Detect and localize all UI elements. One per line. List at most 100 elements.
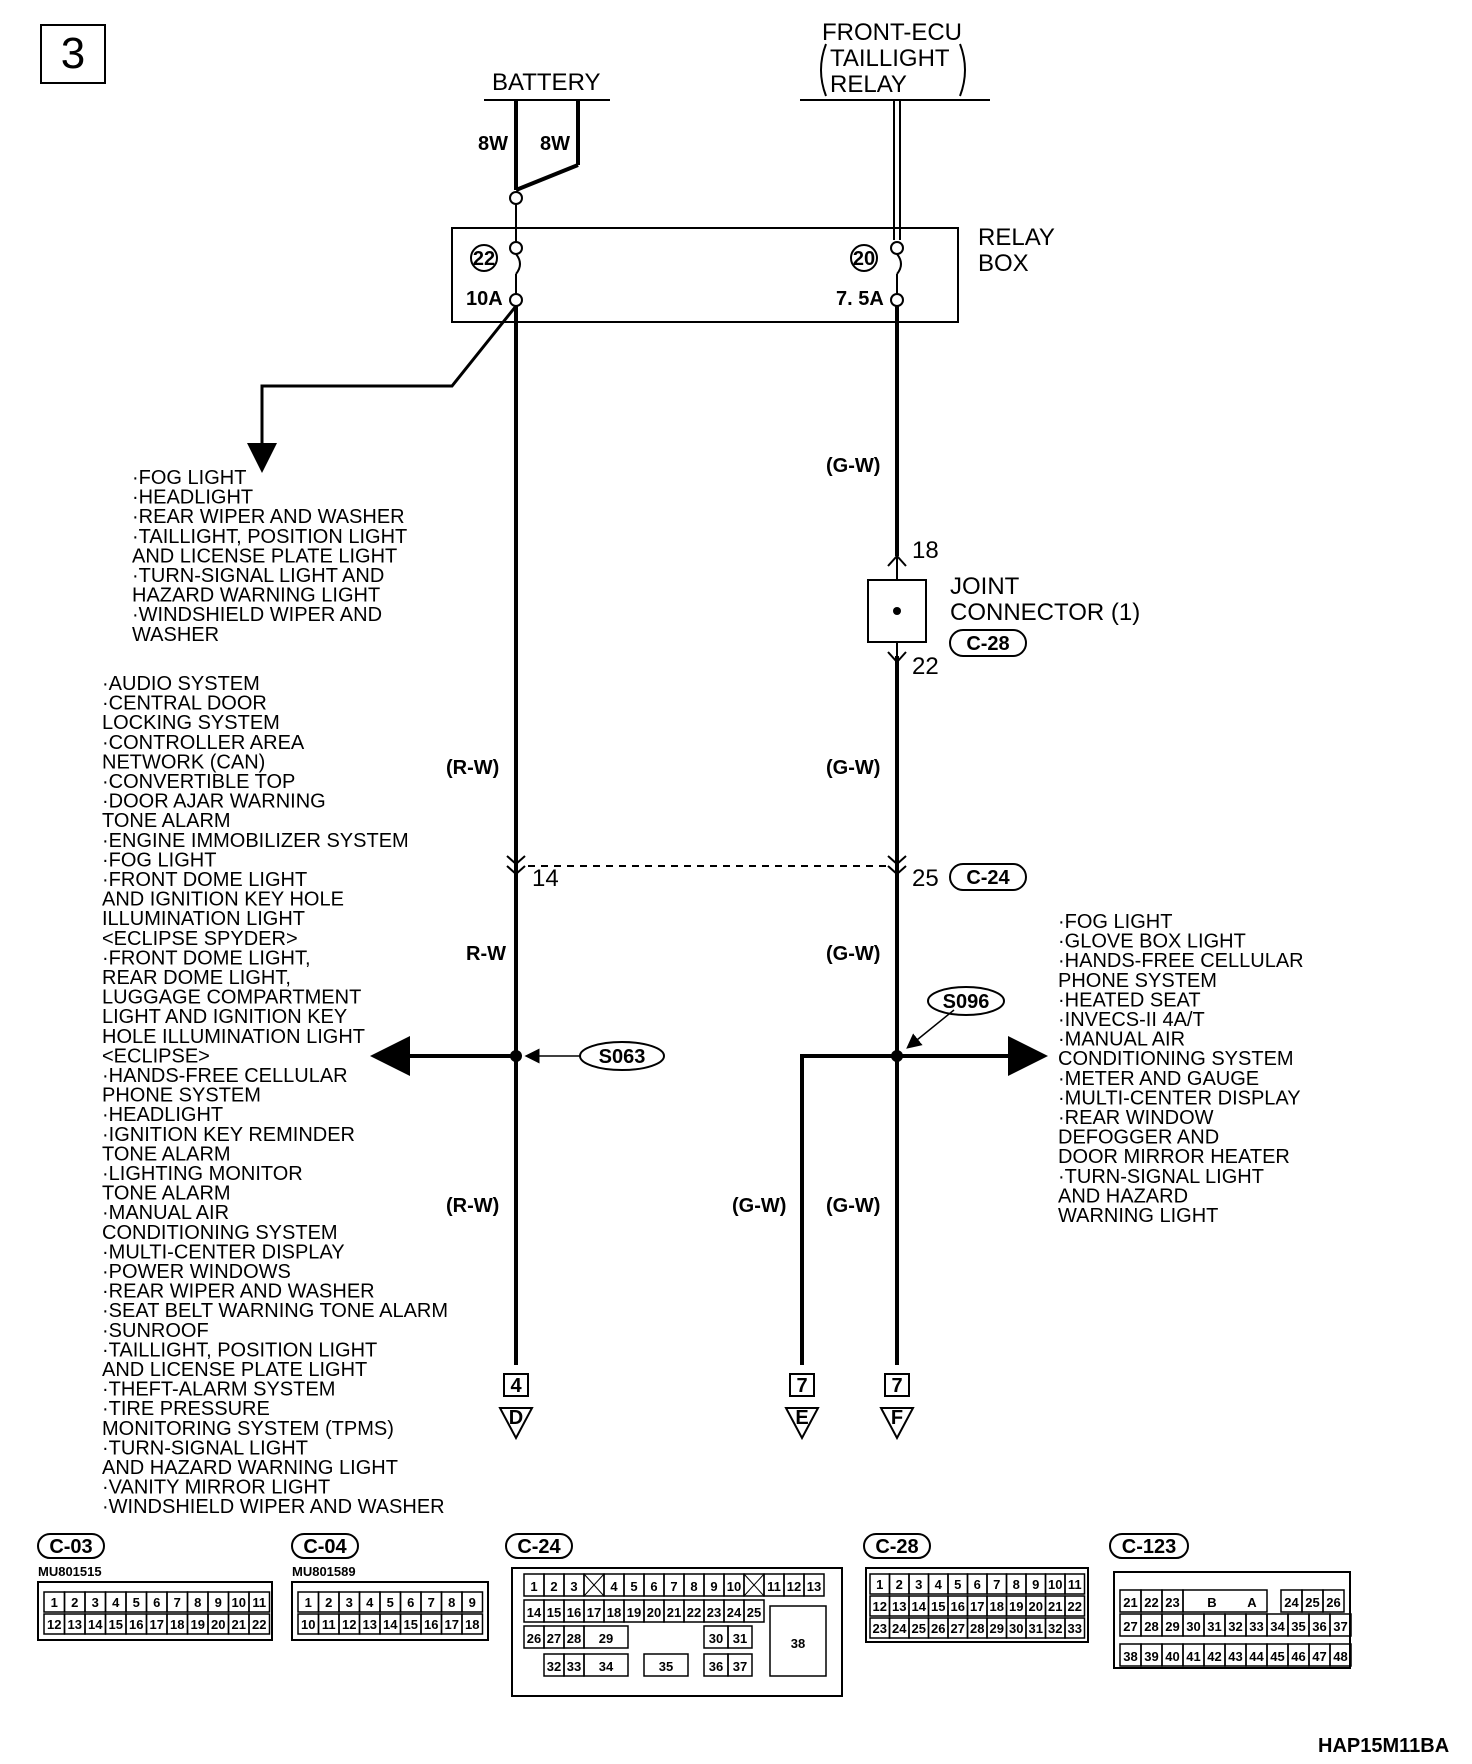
pin-label: 31 [1207,1619,1221,1634]
pin-label: 1 [305,1595,312,1610]
pin-label: 48 [1333,1649,1347,1664]
pin-label: 6 [407,1595,414,1610]
pin-label: 5 [387,1595,394,1610]
pin-label: 4 [112,1595,120,1610]
pin-label: B [1207,1595,1216,1610]
c24-ref: C-24 [966,867,1010,889]
circuit-item: LIGHT AND IGNITION KEY [102,1006,347,1028]
pin-label: 10 [1048,1577,1062,1592]
pin-label: 21 [1048,1599,1062,1614]
fuse-20-element [896,253,902,275]
circuit-item: ·LIGHTING MONITOR [102,1163,303,1185]
pin-label: 8 [194,1595,201,1610]
pin-label: 13 [68,1617,82,1632]
gw-branch-e [800,1054,897,1365]
pin-label: 24 [1284,1595,1299,1610]
pin-label: 35 [1291,1619,1305,1634]
circuit-item: ·FOG LIGHT [132,467,246,489]
circuit-item: AND HAZARD WARNING LIGHT [102,1457,398,1479]
terminal-7f: 7 F [879,1373,915,1441]
pin-label: 23 [707,1605,721,1620]
circuit-item: ·TIRE PRESSURE [102,1398,270,1420]
pin-label: 13 [892,1599,906,1614]
circuit-item: ·POWER WINDOWS [102,1261,291,1283]
joint-connector-label-1: JOINT [950,573,1020,600]
joint-connector-ref-badge [949,629,1027,657]
pin-label: 29 [599,1631,613,1646]
pin-label: 37 [733,1659,747,1674]
pin-label: 12 [787,1579,801,1594]
pin-label: 5 [954,1577,961,1592]
pin-label: 30 [709,1631,723,1646]
circuit-item: ·IGNITION KEY REMINDER [102,1124,355,1146]
circuit-item: <ECLIPSE SPYDER> [102,928,298,950]
pin-label: 36 [709,1659,723,1674]
circuit-item: ·INVECS-II 4A/T [1058,1009,1205,1031]
fuse-20-number: 20 [853,248,875,270]
connector-id: C-03 [49,1536,92,1558]
pin-label: 34 [1270,1619,1285,1634]
pin-label: 18 [990,1599,1004,1614]
circuit-item: AND LICENSE PLATE LIGHT [132,545,397,567]
joint-connector-label-2: CONNECTOR (1) [950,599,1140,626]
connector-part-number: MU801515 [38,1564,102,1579]
circuit-item: WARNING LIGHT [1058,1205,1218,1227]
circuit-item: NETWORK (CAN) [102,751,265,773]
pin-label: 16 [424,1617,438,1632]
circuit-item: HAZARD WARNING LIGHT [132,585,380,607]
pin-label: 18 [607,1605,621,1620]
pin-label: 37 [1333,1619,1347,1634]
c24-pin-left: 14 [532,865,559,892]
pin-label: 46 [1291,1649,1305,1664]
pin-label: 9 [215,1595,222,1610]
circuit-item: ·CENTRAL DOOR [102,693,267,715]
pin-label: 17 [970,1599,984,1614]
pin-label: 23 [1165,1595,1179,1610]
pin-label: 23 [873,1621,887,1636]
pin-label: 9 [1032,1577,1039,1592]
circuit-item: MONITORING SYSTEM (TPMS) [102,1418,394,1440]
relay-box-label-2: BOX [978,250,1029,277]
pin-label: 19 [627,1605,641,1620]
pin-label: 14 [383,1617,398,1632]
taillight-label: TAILLIGHT [830,45,950,72]
pin-label: 34 [599,1659,614,1674]
circuit-item: ·TURN-SIGNAL LIGHT [102,1437,308,1459]
fuse22-branch-arrow [247,305,518,473]
connector-id-badge [291,1533,359,1559]
pin-label: 22 [252,1617,266,1632]
pin-label: 21 [1123,1595,1137,1610]
pin-label: 18 [170,1617,184,1632]
fuse-22-badge [470,244,498,272]
circuit-item: ·WINDSHIELD WIPER AND [132,604,382,626]
connector-id-badge [37,1533,105,1559]
pin-label: 6 [974,1577,981,1592]
svg-text:7: 7 [891,1375,902,1397]
connector-id-badge [505,1533,573,1559]
circuit-item: HOLE ILLUMINATION LIGHT [102,1026,365,1048]
circuit-item: ·CONVERTIBLE TOP [102,771,295,793]
pin-label: 14 [912,1599,927,1614]
circuit-item: DOOR MIRROR HEATER [1058,1146,1290,1168]
circuit-item: ·FRONT DOME LIGHT, [102,947,311,969]
c24-ref-badge [949,863,1027,891]
circuit-item: ·SUNROOF [102,1320,209,1342]
pin-label: 26 [1326,1595,1340,1610]
pin-label: 15 [931,1599,945,1614]
pin-label: 29 [1165,1619,1179,1634]
pin-label: 22 [687,1605,701,1620]
pin-label: 39 [1144,1649,1158,1664]
circuit-item: PHONE SYSTEM [1058,970,1217,992]
connector-id: C-28 [875,1536,918,1558]
pin-label: 11 [1068,1577,1082,1592]
circuit-item: ·ENGINE IMMOBILIZER SYSTEM [102,830,409,852]
splice-s096-badge [927,986,1005,1016]
circuit-item: ·TURN-SIGNAL LIGHT [1058,1166,1264,1188]
fuse22-circuit-list: ·FOG LIGHT·HEADLIGHT·REAR WIPER AND WASH… [132,467,407,646]
pin-label: 41 [1186,1649,1200,1664]
pin-label: 19 [191,1617,205,1632]
circuit-item: ·MANUAL AIR [102,1202,229,1224]
circuit-item: TONE ALARM [102,1183,231,1205]
pin-label: 22 [1144,1595,1158,1610]
pin-label: 27 [547,1631,561,1646]
